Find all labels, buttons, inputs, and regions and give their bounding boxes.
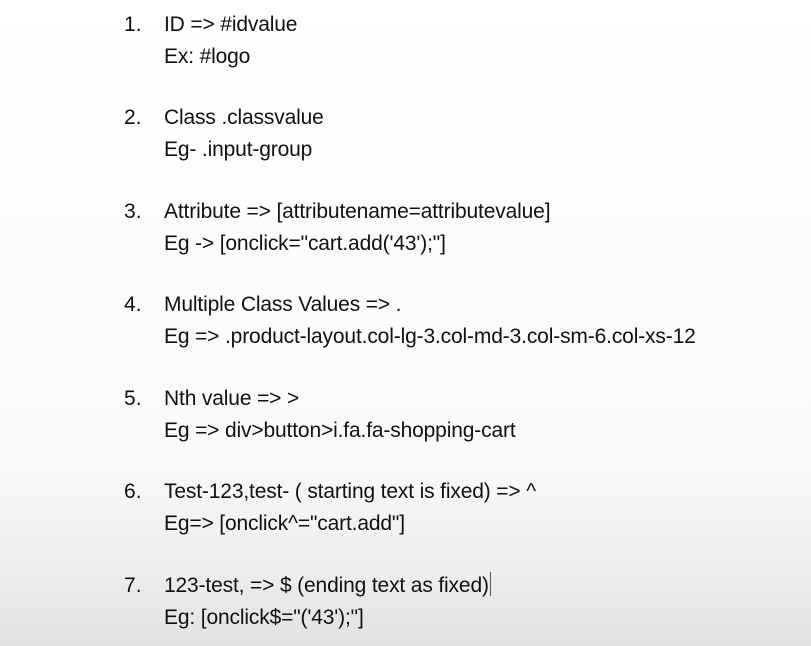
list-item-title: Class .classvalue <box>164 106 324 129</box>
list-item-example: Ex: #logo <box>164 45 251 68</box>
list-item-number: 6. <box>124 480 142 503</box>
list-item-example: Eg -> [onclick="cart.add('43');"] <box>164 232 446 255</box>
list-item-example: Eg=> [onclick^="cart.add"] <box>164 512 405 535</box>
list-item-title: Attribute => [attributename=attributeval… <box>164 200 551 223</box>
text-cursor <box>489 572 491 596</box>
list-item-example: Eg- .input-group <box>164 138 313 161</box>
list-item-1: 1. ID => #idvalue Ex: #logo <box>0 10 811 80</box>
list-item-number: 5. <box>124 387 142 410</box>
list-item-5: 5. Nth value => > Eg => div>button>i.fa.… <box>0 384 811 454</box>
list-item-6: 6. Test-123,test- ( starting text is fix… <box>0 477 811 547</box>
list-item-3: 3. Attribute => [attributename=attribute… <box>0 197 811 267</box>
list-item-number: 7. <box>124 574 142 597</box>
list-item-number: 4. <box>124 293 142 316</box>
list-item-7: 7. 123-test, => $ (ending text as fixed)… <box>0 571 811 641</box>
list-item-title: Nth value => > <box>164 387 300 410</box>
list-item-number: 1. <box>124 13 142 36</box>
list-item-number: 3. <box>124 200 142 223</box>
list-item-title-wrap: 123-test, => $ (ending text as fixed) <box>164 571 491 601</box>
list-item-example: Eg: [onclick$="('43');"] <box>164 606 364 629</box>
list-item-title: ID => #idvalue <box>164 13 298 36</box>
list-item-example: Eg => div>button>i.fa.fa-shopping-cart <box>164 419 516 442</box>
list-item-example: Eg => .product-layout.col-lg-3.col-md-3.… <box>164 325 696 348</box>
list-item-title: Multiple Class Values => . <box>164 293 402 316</box>
list-item-title: Test-123,test- ( starting text is fixed)… <box>164 480 536 503</box>
list-item-title: 123-test, => $ (ending text as fixed) <box>164 574 489 597</box>
list-item-4: 4. Multiple Class Values => . Eg => .pro… <box>0 290 811 360</box>
list-item-2: 2. Class .classvalue Eg- .input-group <box>0 103 811 173</box>
list-item-number: 2. <box>124 106 142 129</box>
